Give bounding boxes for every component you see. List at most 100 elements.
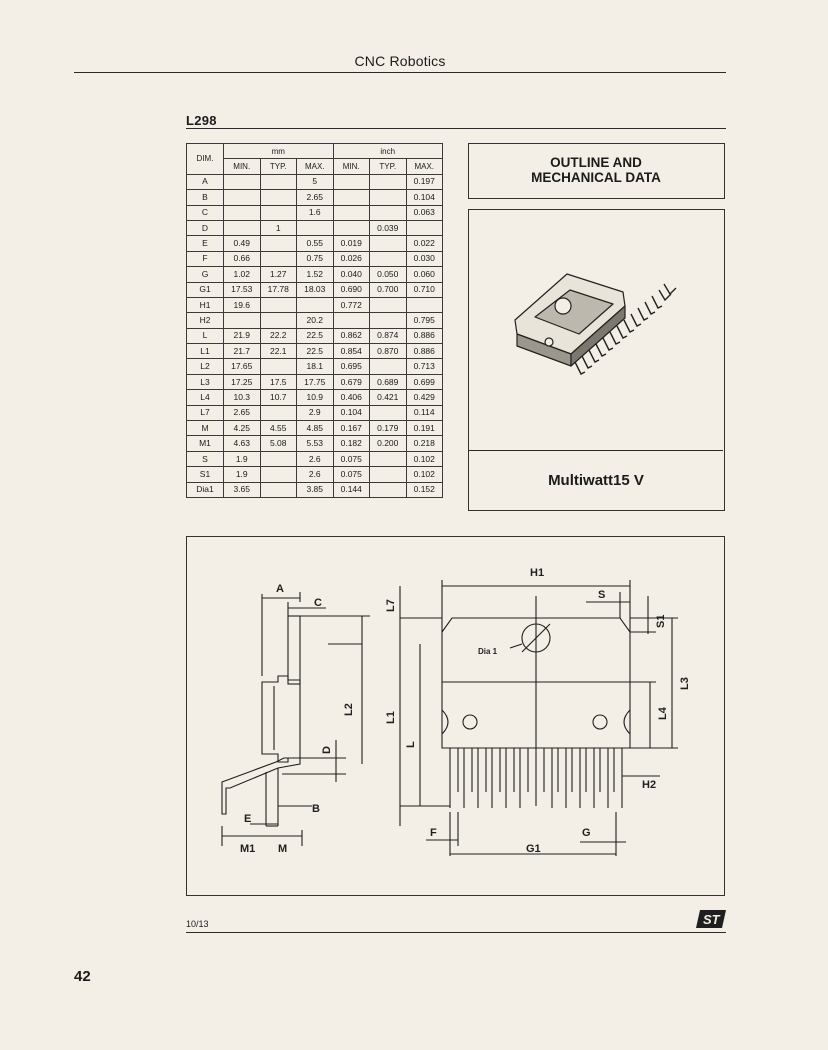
dim-value-cell [369, 189, 407, 206]
dim-value-cell: 0.182 [332, 435, 370, 452]
dim-value-cell: 1.52 [296, 266, 334, 283]
dim-name-cell: S1 [186, 466, 224, 483]
dim-value-cell: 5.08 [259, 435, 297, 452]
dim-value-cell [223, 219, 261, 237]
dim-value-cell [369, 173, 407, 191]
dim-value-cell: 17.5 [259, 373, 297, 391]
dim-value-cell [369, 235, 407, 252]
dim-value-cell: 0.870 [369, 343, 407, 360]
dim-name-cell: L2 [186, 358, 224, 375]
package-image-box [468, 209, 725, 511]
label-M1: M1 [240, 843, 255, 855]
drawing-box [186, 536, 725, 896]
dim-value-cell: 0.063 [405, 204, 443, 221]
dim-value-cell: 0.050 [369, 266, 407, 283]
outline-title-line1: OUTLINE AND [550, 155, 642, 170]
dim-value-cell [259, 189, 297, 206]
dimensions-table: DIM. mm inch MIN. TYP. MAX. MIN. TYP. MA… [186, 142, 443, 498]
dim-value-cell: 22.2 [259, 327, 297, 345]
dim-name-cell: H1 [186, 296, 224, 314]
dim-value-cell [369, 312, 407, 329]
dim-value-cell [259, 173, 297, 191]
dim-value-cell [369, 204, 407, 221]
col-header: MIN. [223, 158, 261, 175]
label-S: S [598, 589, 605, 601]
dim-name-cell: D [186, 219, 224, 237]
dim-value-cell [259, 358, 297, 375]
col-header: MAX. [296, 158, 334, 175]
dim-value-cell: 19.6 [223, 296, 261, 314]
dim-value-cell: 17.78 [259, 281, 297, 298]
dim-name-cell: M1 [186, 435, 224, 452]
dim-value-cell: 21.7 [223, 343, 261, 360]
dim-value-cell: 17.65 [223, 358, 261, 375]
dim-value-cell: 0.55 [296, 235, 334, 252]
dim-value-cell: 0.030 [405, 250, 443, 268]
dim-value-cell: 4.25 [223, 420, 261, 437]
dim-value-cell: 0.114 [405, 404, 443, 422]
dim-value-cell: 1 [259, 219, 297, 237]
dim-value-cell: 0.854 [332, 343, 370, 360]
header-rule [74, 72, 726, 73]
dim-value-cell: 0.060 [405, 266, 443, 283]
package-box-divider [469, 450, 723, 451]
dim-value-cell: 2.9 [296, 404, 334, 422]
label-C: C [314, 597, 322, 609]
dim-value-cell [369, 466, 407, 483]
dim-value-cell [223, 312, 261, 329]
dim-value-cell: 0.167 [332, 420, 370, 437]
label-L2: L2 [343, 703, 355, 716]
dim-value-cell: 21.9 [223, 327, 261, 345]
label-B: B [312, 803, 320, 815]
inch-header: inch [332, 142, 443, 160]
dim-value-cell: 0.795 [405, 312, 443, 329]
label-L7: L7 [385, 599, 397, 612]
dim-value-cell: 0.022 [405, 235, 443, 252]
dim-value-cell [259, 450, 297, 468]
dim-value-cell: 20.2 [296, 312, 334, 329]
dim-value-cell: 22.5 [296, 343, 334, 360]
outline-title-line2: MECHANICAL DATA [531, 170, 661, 185]
dim-value-cell: 0.421 [369, 389, 407, 406]
dim-value-cell: 10.7 [259, 389, 297, 406]
dim-name-cell: B [186, 189, 224, 206]
col-header: TYP. [369, 158, 407, 175]
dim-value-cell: 0.075 [332, 466, 370, 483]
dim-value-cell [223, 189, 261, 206]
dim-value-cell: 0.874 [369, 327, 407, 345]
dim-name-cell: A [186, 173, 224, 191]
outline-title-box [468, 143, 725, 199]
dim-value-cell: 0.102 [405, 466, 443, 483]
col-header: MIN. [332, 158, 370, 175]
dim-value-cell: 0.713 [405, 358, 443, 375]
dim-value-cell [259, 404, 297, 422]
dim-value-cell: 0.406 [332, 389, 370, 406]
dim-value-cell: 18.03 [296, 281, 334, 298]
col-header: TYP. [259, 158, 297, 175]
dim-value-cell: 0.026 [332, 250, 370, 268]
mechanical-drawing: A C L7 L2 L1 L D B E M1 M H1 S S1 Dia 1 … [221, 567, 691, 856]
dim-value-cell: 5.53 [296, 435, 334, 452]
dim-value-cell: 0.218 [405, 435, 443, 452]
dim-name-cell: L4 [186, 389, 224, 406]
dim-value-cell [259, 312, 297, 329]
dim-value-cell: 3.65 [223, 481, 261, 498]
st-logo-icon: ST [696, 910, 726, 928]
dim-value-cell: 22.1 [259, 343, 297, 360]
label-E: E [244, 813, 251, 825]
dim-value-cell [223, 204, 261, 221]
dim-value-cell [369, 250, 407, 268]
